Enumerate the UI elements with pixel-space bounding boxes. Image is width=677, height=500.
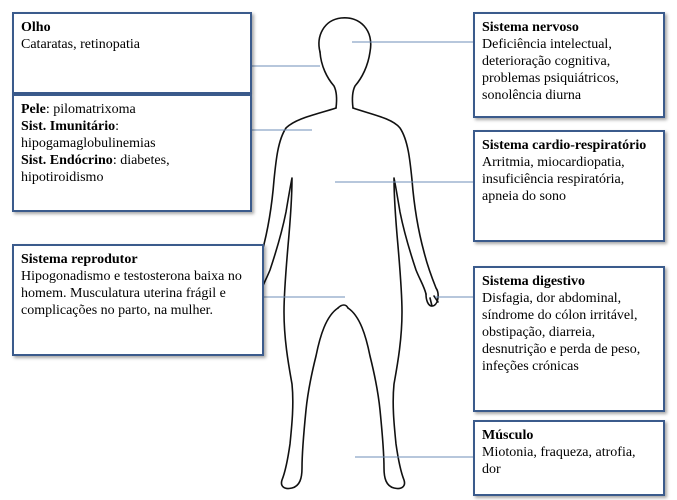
box-digestivo-title: Sistema digestivo — [482, 273, 656, 290]
endocrino-label: Sist. Endócrino — [21, 153, 113, 168]
box-pele-imune-endocrino: Pele: pilomatrixoma Sist. Imunitário: hi… — [12, 94, 252, 212]
box-olho-text: Cataratas, retinopatia — [21, 37, 140, 52]
box-reprodutor-title: Sistema reprodutor — [21, 251, 255, 268]
imune-label: Sist. Imunitário — [21, 119, 115, 134]
box-reprodutor-text: Hipogonadismo e testosterona baixa no ho… — [21, 269, 242, 318]
endocrino-line-2: hipotiroidismo — [21, 169, 243, 186]
box-cardio-title: Sistema cardio-respiratório — [482, 137, 656, 154]
box-digestivo-text: Disfagia, dor abdominal, síndrome do cól… — [482, 291, 640, 374]
imune-line-2: hipogamaglobulinemias — [21, 135, 243, 152]
imune-text: : — [115, 119, 119, 134]
box-cardio-text: Arritmia, miocardiopatia, insuficiência … — [482, 155, 625, 204]
box-musculo-text: Miotonia, fraqueza, atrofia, dor — [482, 445, 636, 477]
box-cardio: Sistema cardio-respiratório Arritmia, mi… — [473, 130, 665, 242]
box-musculo: Músculo Miotonia, fraqueza, atrofia, dor — [473, 420, 665, 496]
box-nervoso-text: Deficiência intelectual, deterioração co… — [482, 37, 619, 103]
endocrino-text: : diabetes, — [113, 153, 170, 168]
box-digestivo: Sistema digestivo Disfagia, dor abdomina… — [473, 266, 665, 412]
box-olho-title: Olho — [21, 19, 243, 36]
pele-text: : pilomatrixoma — [46, 102, 136, 117]
pele-label: Pele — [21, 102, 46, 117]
box-nervoso-title: Sistema nervoso — [482, 19, 656, 36]
imune-line: Sist. Imunitário: — [21, 118, 243, 135]
box-nervoso: Sistema nervoso Deficiência intelectual,… — [473, 12, 665, 118]
pele-line: Pele: pilomatrixoma — [21, 101, 243, 118]
box-olho: Olho Cataratas, retinopatia — [12, 12, 252, 94]
box-musculo-title: Músculo — [482, 427, 656, 444]
human-body-outline — [248, 18, 438, 489]
box-reprodutor: Sistema reprodutor Hipogonadismo e testo… — [12, 244, 264, 356]
endocrino-line: Sist. Endócrino: diabetes, — [21, 152, 243, 169]
connector-lines — [252, 42, 473, 457]
